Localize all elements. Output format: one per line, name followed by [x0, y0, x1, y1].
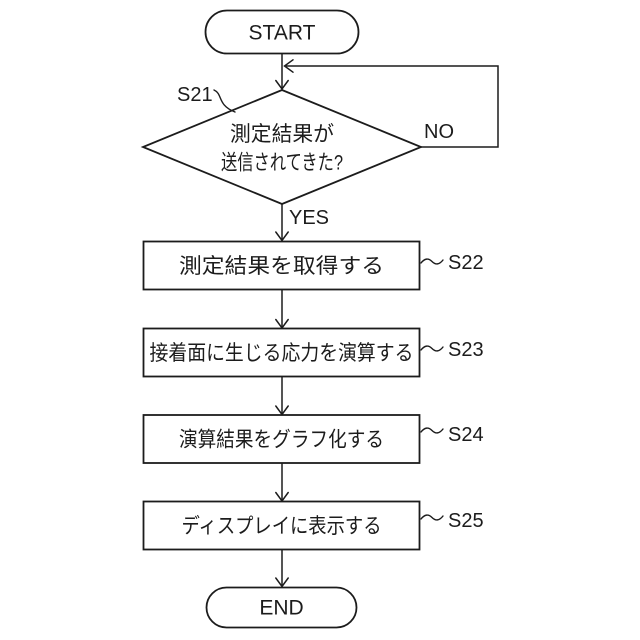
process-label-s24: 演算結果をグラフ化する — [179, 429, 384, 452]
leader-line-s21 — [213, 89, 236, 113]
no-loop-line — [286, 65, 499, 148]
yes-branch-label: YES — [289, 207, 329, 229]
decision-text-line2: 送信されてきた? — [221, 152, 343, 175]
start-label: START — [249, 22, 316, 45]
process-label-s22: 測定結果を取得する — [179, 255, 384, 278]
arrowhead-into-s22 — [275, 231, 289, 242]
process-box-s23 — [142, 327, 421, 378]
step-label-s25: S25 — [448, 510, 484, 532]
process-label-s25: ディスプレイに表示する — [182, 515, 382, 538]
decision-node-s21 — [140, 89, 424, 205]
leader-line-s23 — [420, 345, 444, 352]
leader-line-s24 — [420, 427, 444, 434]
arrowhead-into-end — [275, 577, 289, 588]
end-node — [205, 586, 358, 629]
no-branch-label: NO — [424, 121, 454, 143]
process-box-s22 — [142, 240, 421, 291]
step-label-s24: S24 — [448, 424, 484, 446]
step-label-s23: S23 — [448, 339, 484, 361]
process-box-s24 — [142, 414, 421, 464]
leader-line-s22 — [420, 258, 444, 265]
leader-line-s25 — [420, 514, 444, 521]
process-box-s25 — [142, 500, 421, 551]
step-label-s21: S21 — [177, 84, 213, 106]
arrowhead-into-decision — [275, 79, 289, 91]
end-label: END — [259, 597, 303, 620]
step-label-s22: S22 — [448, 252, 484, 274]
decision-text-line1: 測定結果が — [230, 123, 334, 146]
process-label-s23: 接着面に生じる応力を演算する — [150, 342, 414, 365]
arrowhead-no-loop — [283, 59, 294, 73]
